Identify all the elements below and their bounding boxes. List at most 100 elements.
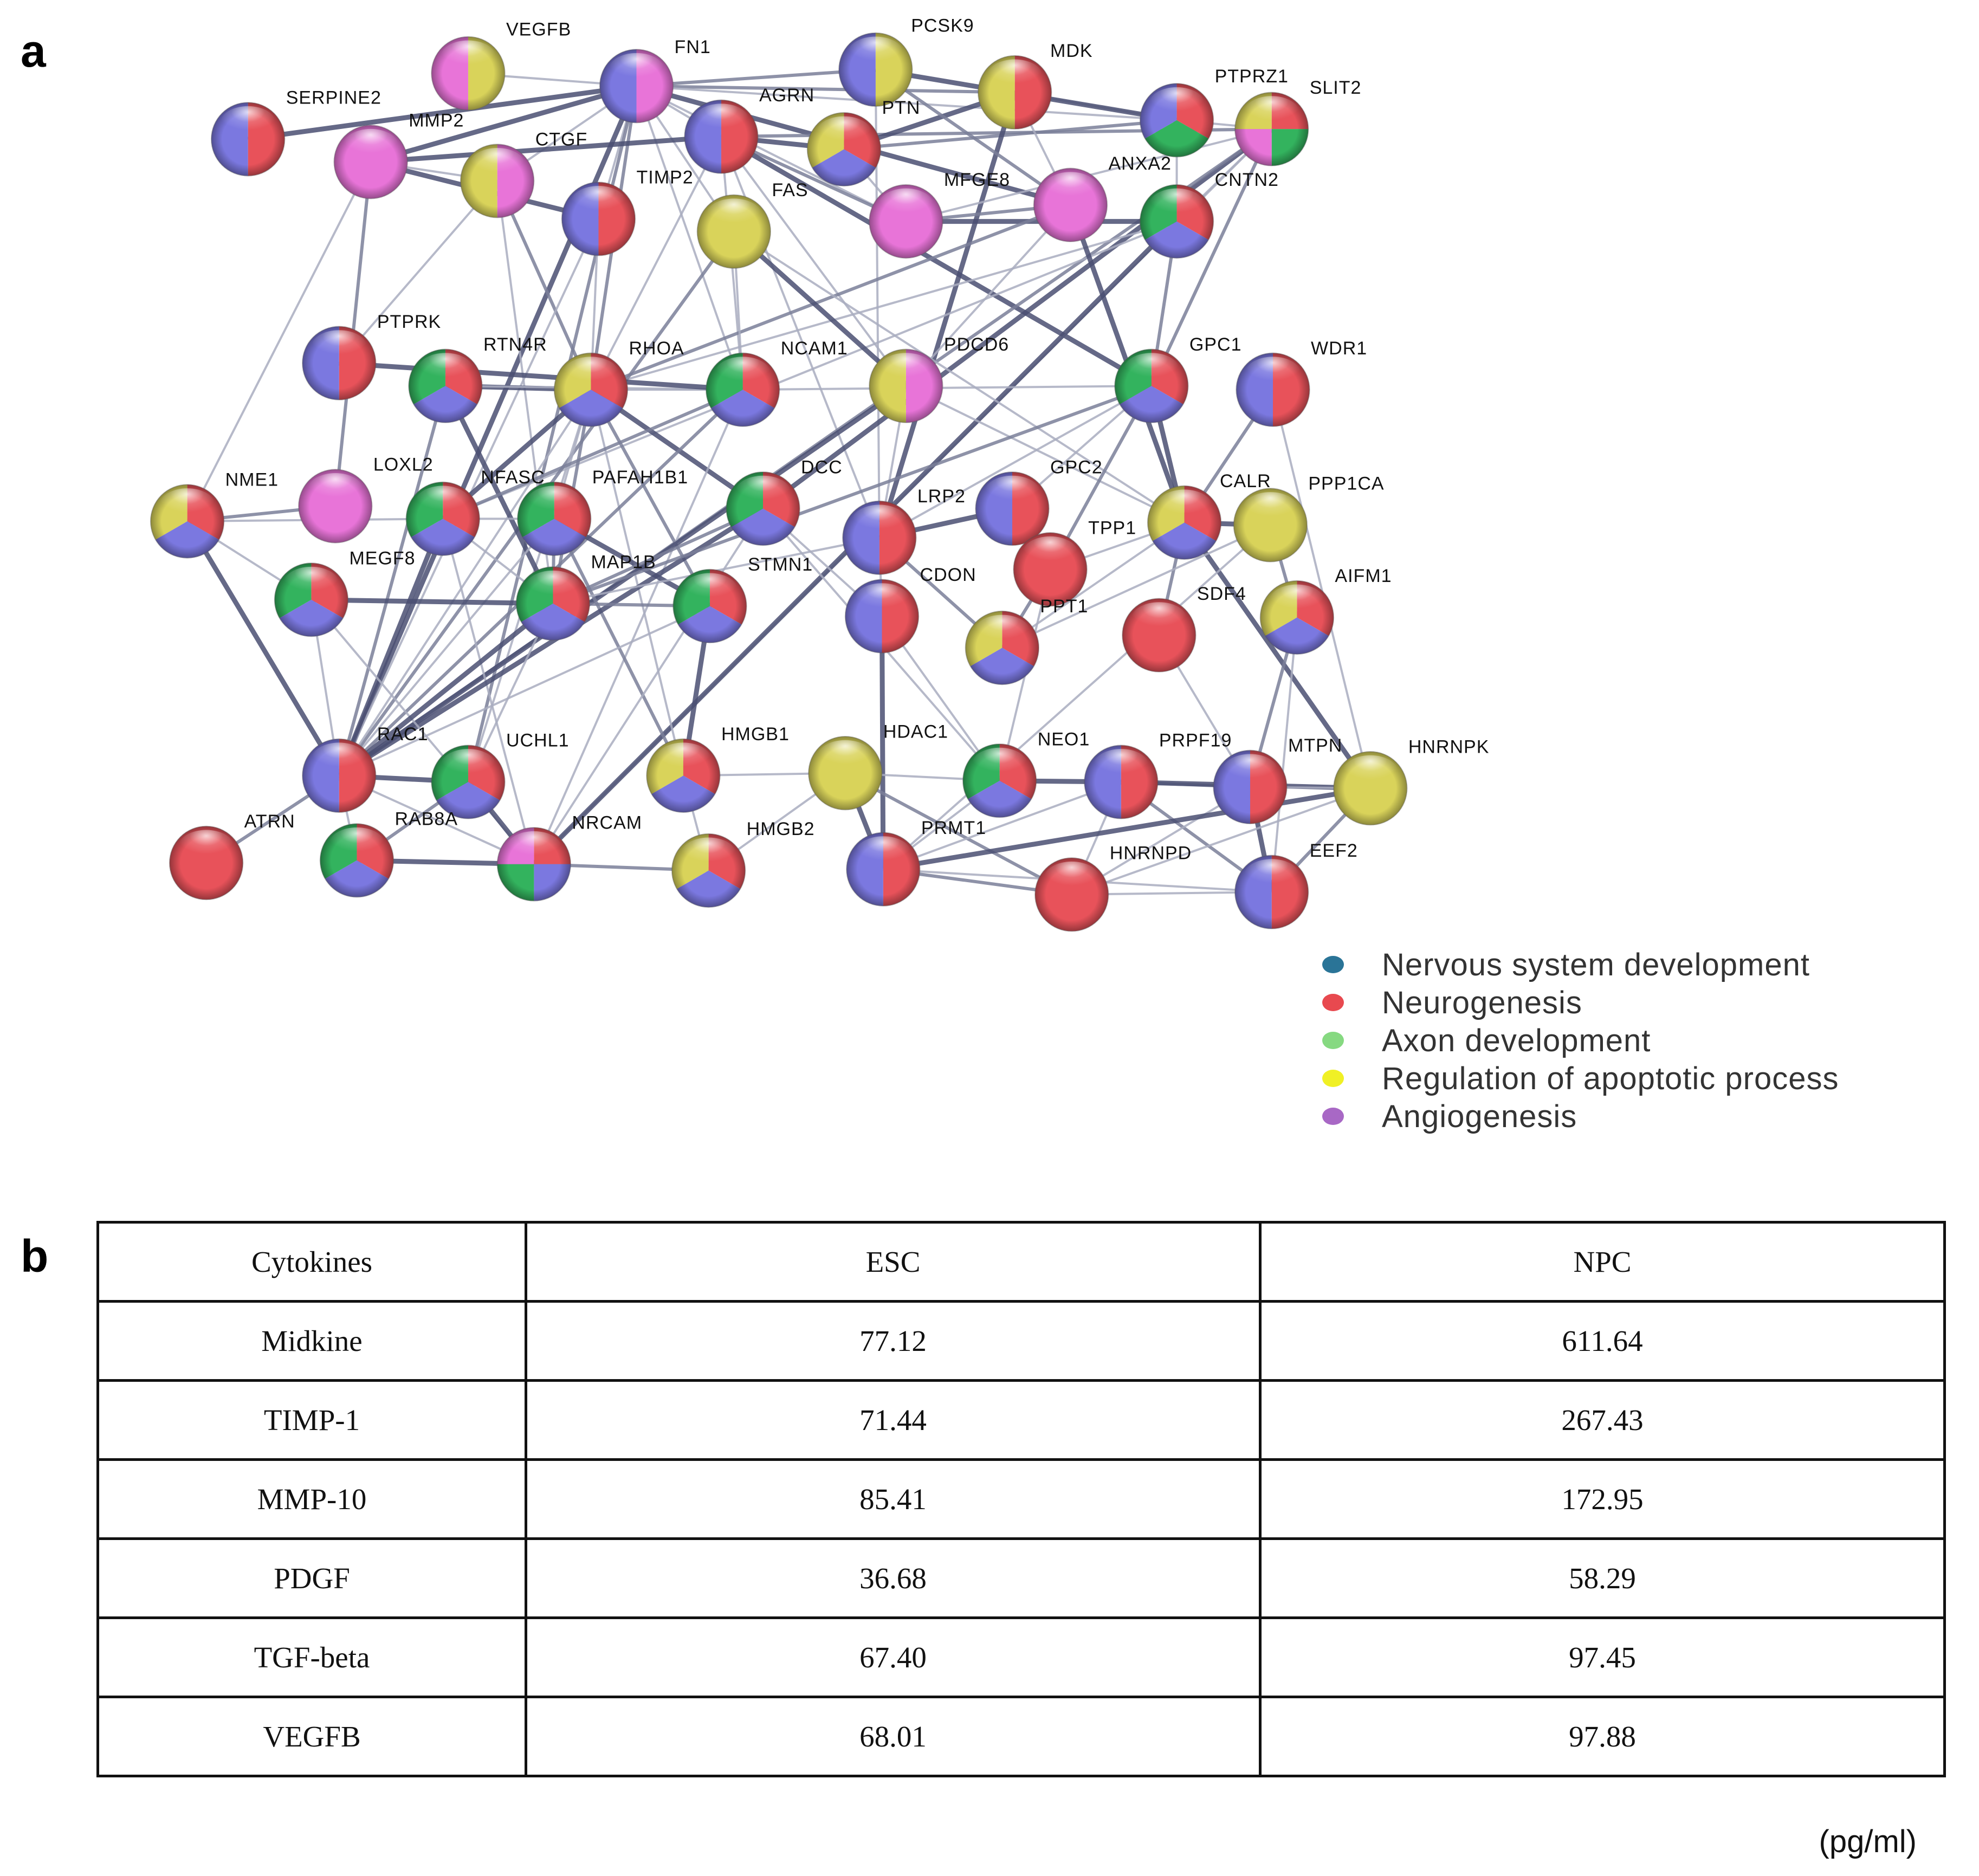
edge-RHOA-RAC1 — [338, 389, 592, 777]
node-rim — [1139, 83, 1214, 158]
node-megf8[interactable]: MEGF8 — [274, 548, 416, 637]
node-slit2[interactable]: SLIT2 — [1234, 77, 1361, 166]
node-timp2[interactable]: TIMP2 — [561, 167, 694, 256]
node-aifm1[interactable]: AIFM1 — [1259, 566, 1392, 655]
node-hnrnpd[interactable]: HNRNPD — [1034, 843, 1192, 932]
node-hmgb1[interactable]: HMGB1 — [646, 724, 790, 813]
node-mfge8[interactable]: MFGE8 — [869, 170, 1010, 259]
node-cdon[interactable]: CDON — [844, 565, 976, 654]
table-row: Midkine 77.12 611.64 — [96, 1300, 1946, 1382]
node-rim — [1236, 352, 1310, 427]
edge-CDON-PRMT1 — [879, 616, 886, 870]
node-gpc2[interactable]: GPC2 — [975, 457, 1102, 546]
legend-dot-icon — [1322, 1032, 1344, 1049]
node-map1b[interactable]: MAP1B — [515, 552, 656, 641]
node-lrp2[interactable]: LRP2 — [842, 486, 966, 575]
node-rim — [975, 471, 1050, 546]
node-uchl1[interactable]: UCHL1 — [431, 730, 569, 819]
node-gloss — [1156, 489, 1212, 523]
esc-value: 71.44 — [525, 1379, 1262, 1461]
cytokine-name: TGF-beta — [96, 1616, 527, 1698]
node-mtpn[interactable]: MTPN — [1213, 735, 1342, 825]
node-cntn2[interactable]: CNTN2 — [1139, 170, 1279, 259]
node-gloss — [1094, 749, 1149, 782]
node-rab8a[interactable]: RAB8A — [319, 808, 458, 898]
node-label: AGRN — [759, 85, 814, 106]
edge-NFASC-NRCAM — [442, 518, 535, 865]
node-rim — [962, 743, 1037, 818]
node-atrn[interactable]: ATRN — [169, 811, 295, 901]
node-agrn[interactable]: AGRN — [684, 85, 814, 174]
node-neo1[interactable]: NEO1 — [962, 729, 1090, 818]
node-ncam1[interactable]: NCAM1 — [705, 338, 848, 427]
node-ptprk[interactable]: PTPRK — [302, 312, 441, 400]
node-anxa2[interactable]: ANXA2 — [1033, 153, 1172, 242]
node-calr[interactable]: CALR — [1147, 471, 1271, 560]
edge-AIFM1-EEF2 — [1270, 617, 1298, 892]
node-gloss — [694, 103, 749, 137]
node-rac1[interactable]: RAC1 — [302, 724, 428, 813]
node-gloss — [985, 475, 1040, 509]
node-fn1[interactable]: FN1 — [599, 37, 711, 124]
node-ppp1ca[interactable]: PPP1CA — [1233, 474, 1385, 562]
node-ppt1[interactable]: PPT1 — [965, 596, 1089, 685]
node-gloss — [972, 747, 1027, 781]
node-label: ATRN — [244, 811, 295, 832]
node-label: PCSK9 — [911, 15, 974, 36]
node-label: PTPRK — [377, 312, 441, 332]
node-pdcd6[interactable]: PDCD6 — [869, 334, 1009, 423]
edge-NCAM1-GPC1 — [742, 385, 1152, 391]
node-wdr1[interactable]: WDR1 — [1236, 338, 1367, 427]
table-row: TIMP-1 71.44 267.43 — [96, 1379, 1946, 1461]
cytokine-name: Midkine — [96, 1300, 527, 1382]
node-label: MMP2 — [409, 111, 464, 131]
edge-AGRN-GPC1 — [720, 134, 1153, 389]
node-dcc[interactable]: DCC — [726, 457, 842, 546]
node-rim — [846, 832, 921, 907]
legend-item-nervous: Nervous system development — [1322, 946, 1972, 984]
node-gloss — [816, 116, 872, 150]
node-nfasc[interactable]: NFASC — [405, 467, 545, 557]
node-nme1[interactable]: NME1 — [150, 470, 279, 559]
node-eef2[interactable]: EEF2 — [1234, 840, 1358, 929]
node-pcsk9[interactable]: PCSK9 — [838, 15, 974, 107]
node-rtn4r[interactable]: RTN4R — [408, 334, 547, 423]
node-rim — [553, 352, 629, 427]
npc-value: 97.45 — [1259, 1616, 1946, 1698]
cytokine-name: VEGFB — [96, 1696, 527, 1777]
node-prpf19[interactable]: PRPF19 — [1084, 730, 1232, 819]
header-npc: NPC — [1259, 1221, 1946, 1303]
node-sdf4[interactable]: SDF4 — [1122, 584, 1246, 672]
node-pafah1b1[interactable]: PAFAH1B1 — [517, 467, 688, 557]
node-ctgf[interactable]: CTGF — [460, 130, 587, 218]
edge-PTN-PTPRZ1 — [844, 118, 1177, 151]
edge-FN1-PTPRZ1 — [636, 85, 1177, 121]
node-mdk[interactable]: MDK — [977, 41, 1093, 130]
node-hmgb2[interactable]: HMGB2 — [671, 819, 815, 908]
node-nrcam[interactable]: NRCAM — [496, 812, 642, 902]
legend-item-apoptotic: Regulation of apoptotic process — [1322, 1059, 1972, 1097]
node-tpp1[interactable]: TPP1 — [1013, 517, 1136, 607]
node-fas[interactable]: FAS — [696, 180, 809, 269]
node-ptn[interactable]: PTN — [806, 98, 921, 187]
node-loxl2[interactable]: LOXL2 — [298, 455, 434, 544]
node-stmn1[interactable]: STMN1 — [672, 554, 813, 644]
node-label: CALR — [1220, 471, 1271, 491]
node-gpc1[interactable]: GPC1 — [1114, 334, 1241, 423]
edge-PAFAH1B1-RAC1 — [338, 518, 555, 777]
node-rim — [844, 579, 920, 654]
node-hdac1[interactable]: HDAC1 — [808, 721, 948, 811]
node-vegfb[interactable]: VEGFB — [431, 19, 571, 111]
node-serpine2[interactable]: SERPINE2 — [210, 87, 381, 177]
node-mmp2[interactable]: MMP2 — [333, 111, 464, 199]
node-rhoa[interactable]: RHOA — [553, 338, 684, 427]
edge-FN1-MFGE8 — [636, 85, 907, 223]
node-hnrnpk[interactable]: HNRNPK — [1333, 736, 1489, 826]
node-rim — [1122, 598, 1197, 672]
node-rim — [150, 484, 225, 559]
node-rim — [274, 562, 349, 637]
node-prmt1[interactable]: PRMT1 — [846, 818, 986, 907]
node-ptprz1[interactable]: PTPRZ1 — [1139, 66, 1289, 158]
node-rim — [333, 125, 408, 199]
node-label: FAS — [772, 180, 808, 200]
